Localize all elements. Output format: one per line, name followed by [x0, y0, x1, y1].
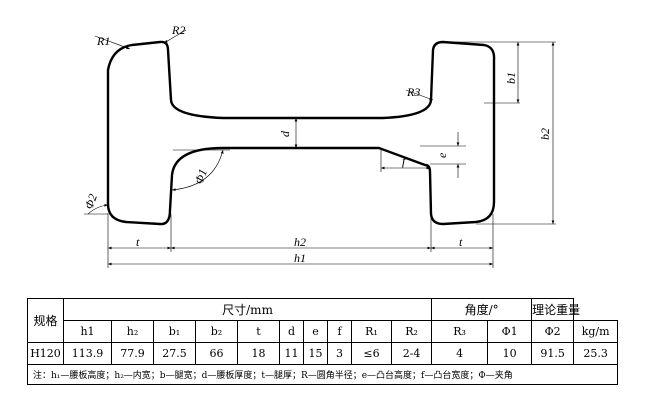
label-r1: R1 — [96, 34, 110, 48]
label-e: e — [435, 152, 449, 158]
col-d: d — [279, 320, 304, 343]
cell-r2: 2-4 — [390, 342, 433, 365]
column-header-row: h1 h₂ b₁ b₂ t d e f R₁ R₂ R₃ Φ1 Φ2 kg/m — [28, 320, 619, 343]
cell-r1: ≤6 — [351, 342, 392, 365]
cell-e: 15 — [303, 342, 328, 365]
col-phi2: Φ2 — [531, 320, 575, 343]
header-spec: 规格 — [27, 298, 64, 343]
cell-h2: 77.9 — [111, 342, 154, 365]
label-b1: b1 — [504, 72, 518, 84]
profile-outline — [106, 40, 496, 226]
header-angle: 角度/° — [431, 298, 533, 321]
cell-phi1: 10 — [487, 342, 533, 365]
label-b2: b2 — [538, 128, 552, 140]
label-h1: h1 — [294, 251, 306, 265]
col-h1: h1 — [63, 320, 112, 343]
label-t-right: t — [459, 235, 463, 249]
label-t-left: t — [136, 235, 140, 249]
col-e: e — [303, 320, 328, 343]
col-f: f — [327, 320, 352, 343]
col-r2: R₂ — [390, 320, 433, 343]
cell-b2: 66 — [195, 342, 238, 365]
label-f: f — [402, 154, 407, 168]
table-row: H120 113.9 77.9 27.5 66 18 11 15 3 ≤6 2-… — [27, 342, 619, 365]
cell-weight: 25.3 — [573, 342, 619, 365]
label-d: d — [278, 130, 292, 137]
cell-t: 18 — [237, 342, 280, 365]
col-r3: R₃ — [431, 320, 489, 343]
col-t: t — [237, 320, 280, 343]
label-r2: R2 — [171, 23, 185, 37]
cell-phi2: 91.5 — [531, 342, 575, 365]
col-phi1: Φ1 — [487, 320, 533, 343]
cell-b1: 27.5 — [153, 342, 196, 365]
label-phi2: Φ2 — [82, 192, 100, 211]
cross-section-drawing: R1 R2 R3 Φ1 Φ2 d e f b1 b2 t h2 t h1 — [82, 23, 556, 268]
col-r1: R₁ — [351, 320, 392, 343]
col-weight-unit: kg/m — [573, 320, 619, 343]
table-note: 注：h₁—腰板高度；h₂—内宽；b—腿宽；d—腰板厚度；t—腿厚；R—圆角半径；… — [26, 364, 619, 385]
cell-r3: 4 — [431, 342, 489, 365]
header-weight: 理论重量 — [531, 298, 580, 321]
col-b2: b₂ — [195, 320, 238, 343]
label-phi1: Φ1 — [192, 167, 210, 186]
col-b1: b₁ — [153, 320, 196, 343]
label-r3: R3 — [406, 85, 420, 99]
spec-table: 规格 尺寸/mm 角度/° 理论重量 h1 h₂ b₁ b₂ t d e f R… — [26, 298, 619, 385]
cell-spec: H120 — [27, 342, 64, 365]
header-size: 尺寸/mm — [62, 298, 433, 321]
label-h2: h2 — [294, 235, 306, 249]
cell-d: 11 — [279, 342, 304, 365]
cell-f: 3 — [327, 342, 352, 365]
col-h2: h₂ — [111, 320, 154, 343]
cell-h1: 113.9 — [63, 342, 112, 365]
